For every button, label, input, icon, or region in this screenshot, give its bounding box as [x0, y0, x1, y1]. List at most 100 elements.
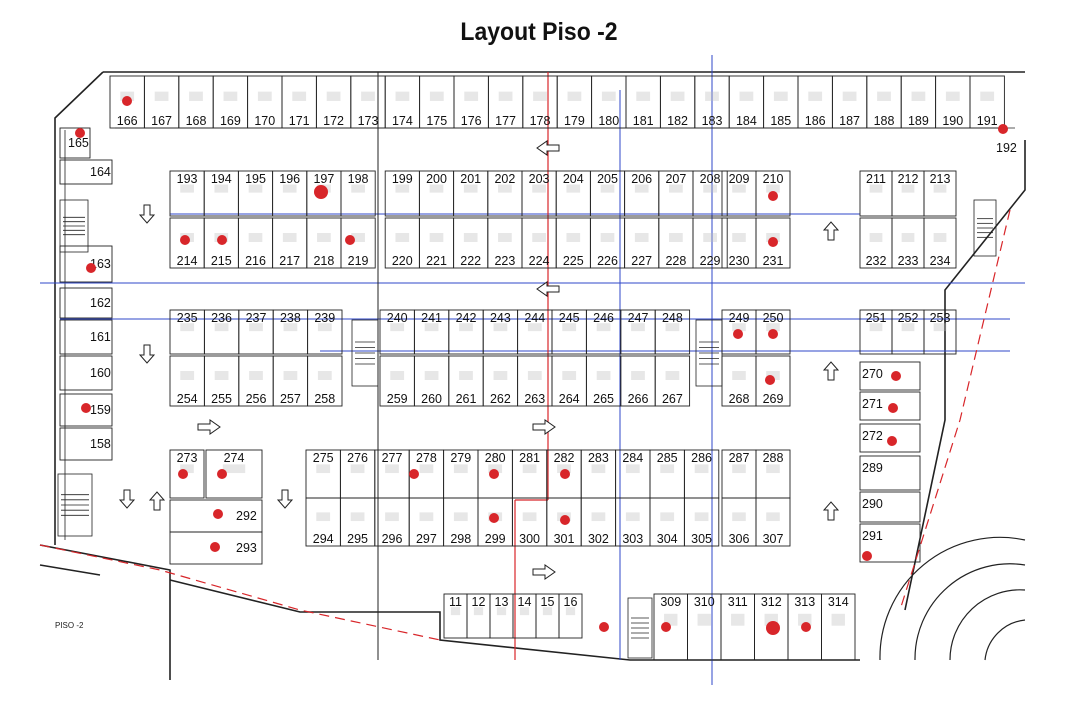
space-number: 203 — [529, 172, 550, 186]
space-number: 226 — [597, 254, 618, 268]
stair-core — [57, 473, 93, 537]
occupied-marker — [998, 124, 1008, 134]
space-number: 309 — [660, 595, 681, 609]
space-number: 187 — [839, 114, 860, 128]
space-number: 287 — [729, 451, 750, 465]
parking-space-206: 206 — [624, 170, 660, 217]
space-number: 239 — [314, 311, 335, 325]
space-number: 311 — [728, 595, 748, 609]
arrow-down-icon — [276, 489, 294, 509]
parking-space-268: 268 — [721, 355, 757, 407]
space-number: 283 — [588, 451, 609, 465]
space-number: 205 — [597, 172, 618, 186]
parking-space-229: 229 — [692, 217, 728, 269]
space-number: 235 — [177, 311, 198, 325]
space-number: 266 — [628, 392, 649, 406]
space-number: 12 — [472, 595, 486, 609]
space-number: 249 — [729, 311, 750, 325]
space-number: 296 — [382, 532, 403, 546]
space-number: 13 — [495, 595, 509, 609]
space-number: 244 — [524, 311, 545, 325]
space-number: 184 — [736, 114, 757, 128]
space-number: 195 — [245, 172, 266, 186]
space-number: 215 — [211, 254, 232, 268]
space-number: 264 — [559, 392, 580, 406]
parking-space-251: 251 — [859, 309, 893, 355]
space-number: 242 — [456, 311, 477, 325]
space-number: 262 — [490, 392, 511, 406]
space-number: 236 — [211, 311, 232, 325]
space-number: 221 — [426, 254, 447, 268]
parking-space-163: 163 — [59, 245, 113, 283]
space-number: 186 — [805, 114, 826, 128]
stair-core — [627, 597, 653, 659]
parking-space-300: 300 — [511, 497, 548, 547]
space-number: 167 — [151, 114, 172, 128]
space-number: 253 — [930, 311, 951, 325]
parking-space-262: 262 — [482, 355, 519, 407]
space-number: 191 — [977, 114, 998, 128]
space-number: 267 — [662, 392, 683, 406]
parking-space-232: 232 — [859, 217, 893, 269]
parking-space-204: 204 — [555, 170, 591, 217]
parking-space-189: 189 — [900, 75, 937, 129]
space-number: 172 — [323, 114, 344, 128]
occupied-marker — [765, 375, 775, 385]
space-number: 159 — [90, 403, 111, 417]
parking-space-259: 259 — [379, 355, 415, 407]
space-number: 246 — [593, 311, 614, 325]
occupied-markers — [75, 96, 1008, 635]
parking-space-298: 298 — [443, 497, 479, 547]
parking-space-312: 312 — [754, 593, 789, 661]
space-number: 212 — [898, 172, 919, 186]
occupied-marker — [178, 469, 188, 479]
parking-space-288: 288 — [755, 449, 791, 499]
parking-space-224: 224 — [521, 217, 557, 269]
space-number: 300 — [519, 532, 540, 546]
parking-space-254: 254 — [169, 355, 205, 407]
space-number: 230 — [729, 254, 750, 268]
parking-space-294: 294 — [305, 497, 341, 547]
parking-space-248: 248 — [654, 309, 691, 355]
occupied-marker — [801, 622, 811, 632]
parking-space-185: 185 — [763, 75, 799, 129]
space-number: 165 — [68, 136, 89, 150]
traffic-arrows — [118, 140, 840, 580]
arrow-up-icon — [822, 361, 840, 381]
parking-space-307: 307 — [755, 497, 791, 547]
parking-space-277: 277 — [374, 449, 410, 499]
parking-space-272: 272 — [859, 423, 921, 453]
space-number: 286 — [691, 451, 712, 465]
parking-space-201: 201 — [453, 170, 489, 217]
parking-space-184: 184 — [728, 75, 765, 129]
space-number: 204 — [563, 172, 584, 186]
space-number: 16 — [564, 595, 578, 609]
arrow-right-icon — [197, 419, 221, 435]
parking-space-173: 173 — [350, 75, 386, 129]
parking-space-291: 291 — [859, 523, 921, 563]
occupied-marker — [768, 191, 778, 201]
space-number: 271 — [862, 397, 883, 411]
parking-space-276: 276 — [339, 449, 376, 499]
space-number: 15 — [541, 595, 555, 609]
space-number: 303 — [622, 532, 643, 546]
space-number: 182 — [667, 114, 688, 128]
parking-space-177: 177 — [487, 75, 524, 129]
red-section-line — [39, 72, 1011, 660]
parking-space-162: 162 — [59, 287, 113, 319]
occupied-marker — [891, 371, 901, 381]
parking-space-198: 198 — [340, 170, 376, 217]
parking-space-237: 237 — [238, 309, 274, 355]
occupied-marker — [217, 469, 227, 479]
space-number: 202 — [494, 172, 515, 186]
parking-space-208: 208 — [692, 170, 728, 217]
stair-cores — [57, 199, 997, 659]
space-number: 160 — [90, 366, 111, 380]
arrow-up-icon — [822, 501, 840, 521]
occupied-marker — [489, 469, 499, 479]
parking-space-200: 200 — [418, 170, 455, 217]
arrow-up-icon — [148, 491, 166, 511]
space-number: 291 — [862, 529, 883, 543]
space-number: 251 — [866, 311, 887, 325]
